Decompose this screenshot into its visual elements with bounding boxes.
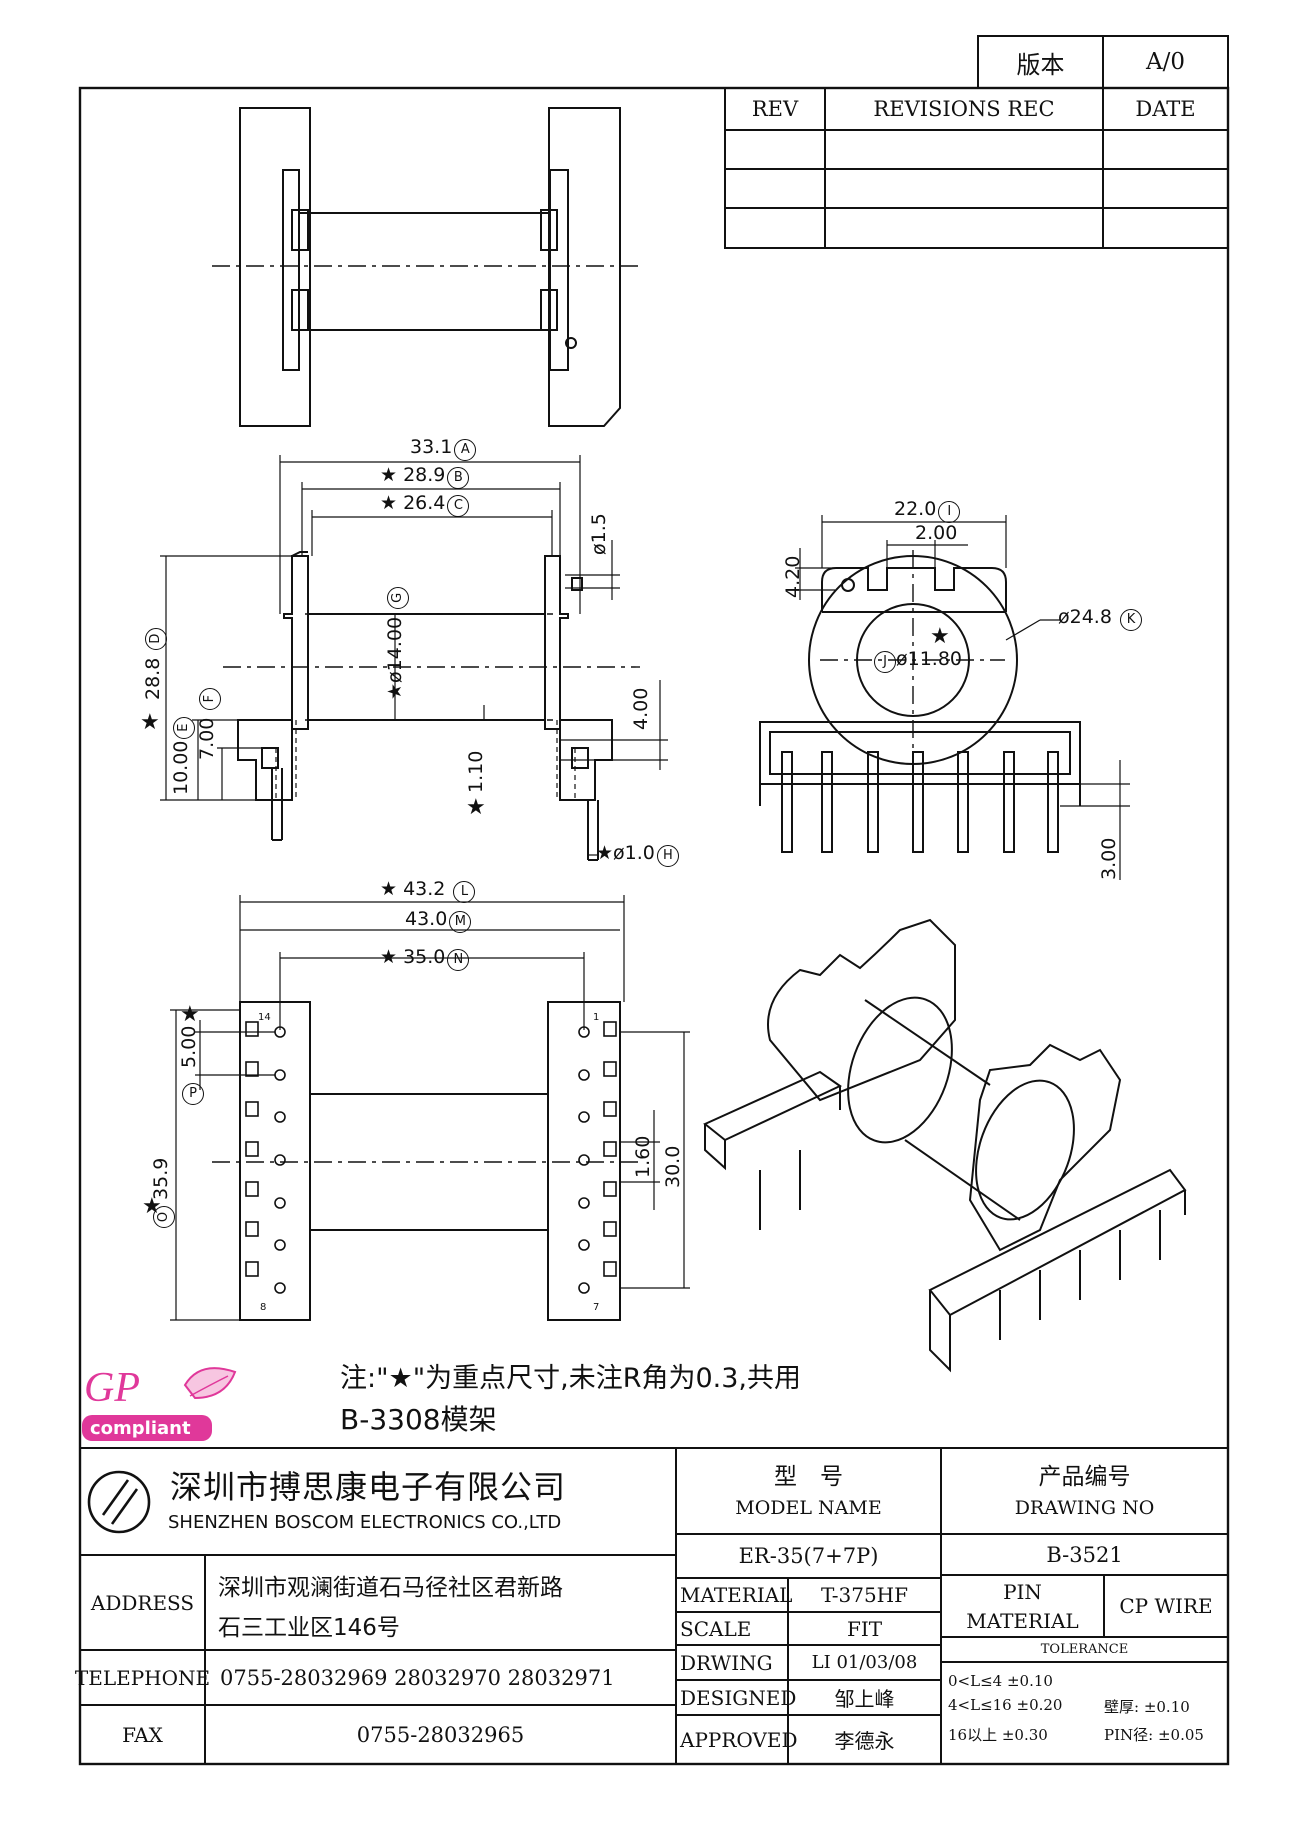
pin-number-1: 1 [593, 1012, 600, 1023]
address-label: ADDRESS [90, 1590, 195, 1615]
pin-material-label-1: PIN [1003, 1580, 1042, 1604]
version-label: 版本 [1016, 50, 1065, 79]
model-label-en: MODEL NAME [735, 1497, 882, 1519]
date-header: DATE [1135, 97, 1196, 121]
dim-p-letter: P [180, 1080, 204, 1105]
dim-phi15: ø1.5 [588, 513, 610, 555]
model-value: ER-35(7+7P) [738, 1544, 879, 1568]
address-line-2: 石三工业区146号 [218, 1615, 400, 1641]
tolerance-row-3b: PIN径: ±0.05 [1104, 1726, 1204, 1744]
tolerance-row-1: 0<L≤4 ±0.10 [948, 1672, 1053, 1690]
dim-p-value: 5.00 [178, 1025, 200, 1068]
dim-420: 4.20 [782, 555, 804, 598]
title-block-lines [80, 1447, 1228, 1764]
dim-p-star: ★ [180, 1002, 200, 1027]
dim-j-star: ★ [930, 624, 950, 649]
dim-k: ø24.8 K [1058, 606, 1142, 631]
pin-number-14: 14 [258, 1012, 271, 1023]
pin-material-label-2: MATERIAL [966, 1609, 1079, 1633]
pin-number-7: 7 [593, 1302, 600, 1313]
side-pins [781, 751, 1059, 853]
rev-header: REV [751, 97, 799, 121]
side-view [759, 515, 1130, 880]
company-logo-icon [87, 1470, 151, 1534]
fax-label: FAX [122, 1722, 163, 1747]
dim-200: 2.00 [915, 522, 958, 544]
telephone-value: 0755-28032969 28032970 28032971 [220, 1665, 615, 1690]
drwing-value: LI 01/03/08 [811, 1652, 918, 1673]
material-value: T-375HF [820, 1583, 908, 1607]
note-line-2: B-3308模架 [340, 1403, 497, 1436]
compliant-badge: compliant [90, 1418, 191, 1439]
model-label-cn: 型 号 [774, 1464, 843, 1490]
dim-g: ★ø14.00 G [384, 586, 409, 700]
approved-value: 李德永 [834, 1729, 895, 1753]
dim-160: 1.60 [632, 1135, 654, 1178]
dim-300: 3.00 [1098, 837, 1120, 880]
dim-110-star: ★ [466, 795, 486, 820]
gp-logo: GP [84, 1365, 140, 1411]
dim-o-star: ★ [142, 1194, 162, 1219]
isometric-view [703, 918, 1187, 1373]
dim-400: 4.00 [630, 687, 652, 730]
approved-label: APPROVED [680, 1727, 798, 1752]
sheet-border [78, 86, 1230, 1766]
version-value: A/0 [1146, 49, 1185, 75]
gp-leaf-icon [82, 1367, 237, 1441]
bottom-left-pins [245, 1021, 286, 1294]
designed-value: 邹上峰 [834, 1687, 895, 1711]
pin-number-8: 8 [260, 1302, 267, 1313]
revisions-rec-header: REVISIONS REC [873, 97, 1055, 121]
tolerance-label: TOLERANCE [1040, 1642, 1129, 1657]
dim-d: 28.8 D [142, 627, 167, 700]
note-line-1: 注:"★"为重点尺寸,未注R角为0.3,共用 [340, 1363, 802, 1394]
dim-e: 10.00E [170, 716, 195, 795]
drwing-label: DRWING [680, 1650, 773, 1675]
designed-label: DESIGNED [680, 1685, 797, 1710]
drawing-label-en: DRAWING NO [1014, 1497, 1155, 1519]
dim-l: ★ 43.2 L [380, 878, 476, 903]
dim-e-star: ★ [140, 710, 160, 735]
tolerance-row-3a: 16以上 ±0.30 [948, 1726, 1048, 1744]
dim-300b: 30.0 [662, 1145, 684, 1188]
front-view [160, 455, 668, 861]
tolerance-row-2b: 壁厚: ±0.10 [1104, 1698, 1190, 1716]
dim-110: 1.10 [465, 750, 487, 793]
fax-value: 0755-28032965 [356, 1722, 525, 1747]
drawing-value: B-3521 [1046, 1542, 1123, 1567]
top-view [212, 107, 640, 427]
tolerance-row-2a: 4<L≤16 ±0.20 [948, 1696, 1063, 1714]
bottom-view [170, 895, 690, 1321]
telephone-label: TELEPHONE [74, 1665, 211, 1690]
address-line-1: 深圳市观澜街道石马径社区君新路 [218, 1575, 563, 1601]
company-name-en: SHENZHEN BOSCOM ELECTRONICS CO.,LTD [168, 1512, 562, 1533]
scale-value: FIT [846, 1616, 883, 1641]
material-label: MATERIAL [680, 1583, 793, 1607]
dim-f: 7.00 F [196, 687, 221, 760]
scale-label: SCALE [680, 1616, 752, 1641]
bottom-right-pins [578, 1021, 617, 1294]
company-name-cn: 深圳市搏思康电子有限公司 [170, 1468, 567, 1506]
pin-material-value: CP WIRE [1119, 1594, 1213, 1618]
drawing-label-cn: 产品编号 [1038, 1464, 1131, 1490]
